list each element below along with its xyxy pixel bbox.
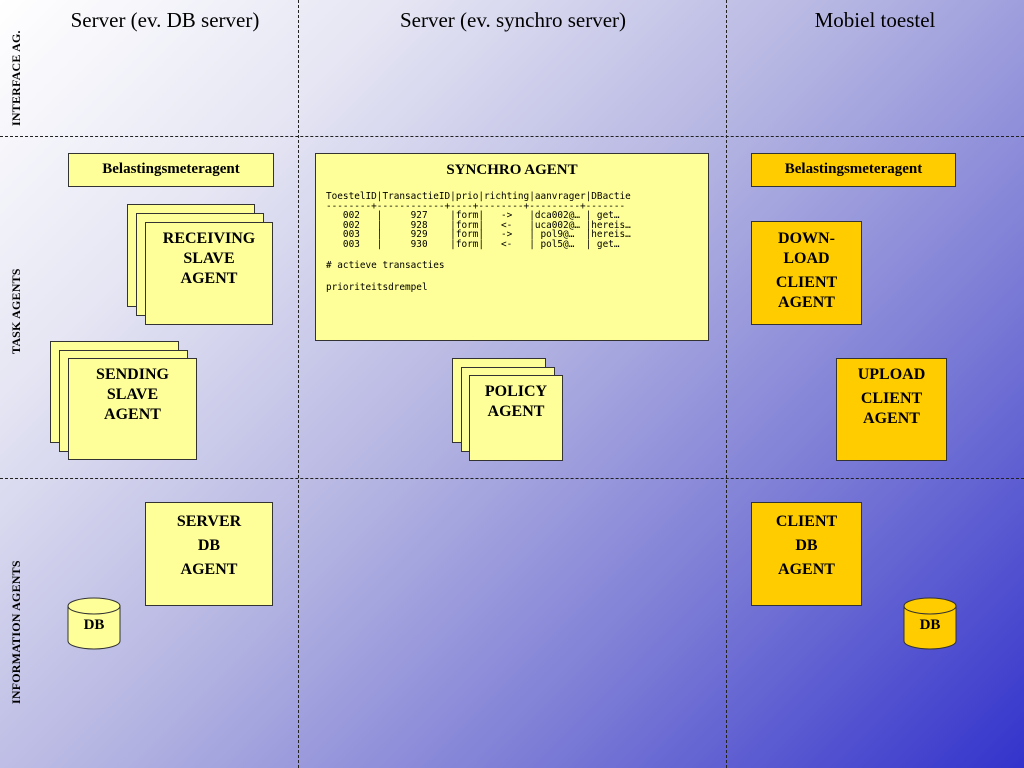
download-line-2: LOAD <box>783 250 830 267</box>
sending-line-1: SENDING <box>96 366 169 383</box>
row-label-task: TASK AGENTS <box>9 268 23 354</box>
priority-threshold-label: prioriteitsdrempel <box>326 281 428 293</box>
server-db-line-1: SERVER <box>176 513 242 530</box>
client-database: DB <box>903 597 957 650</box>
download-line-1: DOWN- <box>778 230 835 247</box>
download-line-4: AGENT <box>778 294 835 311</box>
synchro-agent: SYNCHRO AGENT ToestelID|TransactieID|pri… <box>315 153 709 341</box>
client-db-line-3: AGENT <box>778 561 835 578</box>
column-divider-1 <box>298 0 299 768</box>
server-db-line-2: DB <box>197 537 221 554</box>
server-db-line-3: AGENT <box>180 561 238 578</box>
receiving-line-1: RECEIVING <box>162 230 256 247</box>
sending-line-2: SLAVE <box>106 386 159 403</box>
row-divider-2 <box>0 478 1024 479</box>
download-line-3: CLIENT <box>775 274 838 291</box>
policy-line-2: AGENT <box>487 403 545 420</box>
column-title-synchro-server: Server (ev. synchro server) <box>399 8 627 32</box>
upload-client-agent: UPLOAD CLIENT AGENT <box>836 358 947 461</box>
sending-line-3: AGENT <box>104 406 161 423</box>
load-meter-agent-server-label: Belastingsmeteragent <box>102 161 240 177</box>
transaction-row: 003 | 929 |form| -> | pol9@… |hereis… <box>326 229 631 240</box>
client-db-line-2: DB <box>795 537 818 554</box>
column-title-mobile: Mobiel toestel <box>814 8 936 32</box>
synchro-agent-title: SYNCHRO AGENT <box>446 162 578 178</box>
transaction-row: 002 | 927 |form| -> |dca002@… | get… <box>326 210 620 221</box>
receiving-line-2: SLAVE <box>183 250 235 267</box>
server-database-label: DB <box>83 617 105 633</box>
client-db-agent: CLIENT DB AGENT <box>751 502 862 606</box>
row-label-interface: INTERFACE AG. <box>9 30 23 126</box>
server-database-icon <box>67 597 121 650</box>
client-database-icon <box>903 597 957 650</box>
receiving-line-3: AGENT <box>180 270 238 287</box>
load-meter-agent-mobile: Belastingsmeteragent <box>751 153 956 187</box>
upload-line-1: UPLOAD <box>857 366 926 383</box>
policy-line-1: POLICY <box>484 383 548 400</box>
row-divider-1 <box>0 136 1024 137</box>
policy-agent: POLICY AGENT <box>469 375 563 461</box>
column-title-db-server: Server (ev. DB server) <box>70 8 260 32</box>
row-label-information: INFORMATION AGENTS <box>9 560 23 704</box>
client-database-label: DB <box>919 617 941 633</box>
receiving-slave-agent: RECEIVING SLAVE AGENT <box>145 222 273 325</box>
transaction-row: 002 | 928 |form| <- |uca002@… |hereis… <box>326 219 631 231</box>
server-database: DB <box>67 597 121 650</box>
upload-line-3: AGENT <box>863 410 920 427</box>
client-db-line-1: CLIENT <box>775 513 838 530</box>
transaction-table-header: ToestelID|TransactieID|prio|richting|aan… <box>326 191 631 202</box>
download-client-agent: DOWN- LOAD CLIENT AGENT <box>751 221 862 325</box>
transaction-table-separator: --------+------------+----+--------+----… <box>326 200 626 212</box>
upload-line-2: CLIENT <box>860 390 923 407</box>
load-meter-agent-server: Belastingsmeteragent <box>68 153 274 187</box>
active-transactions-label: # actieve transacties <box>326 260 445 271</box>
server-db-agent: SERVER DB AGENT <box>145 502 273 606</box>
load-meter-agent-mobile-label: Belastingsmeteragent <box>784 161 923 177</box>
sending-slave-agent: SENDING SLAVE AGENT <box>68 358 197 460</box>
transaction-row: 003 | 930 |form| <- | pol5@… | get… <box>326 238 620 250</box>
column-divider-2 <box>726 0 727 768</box>
